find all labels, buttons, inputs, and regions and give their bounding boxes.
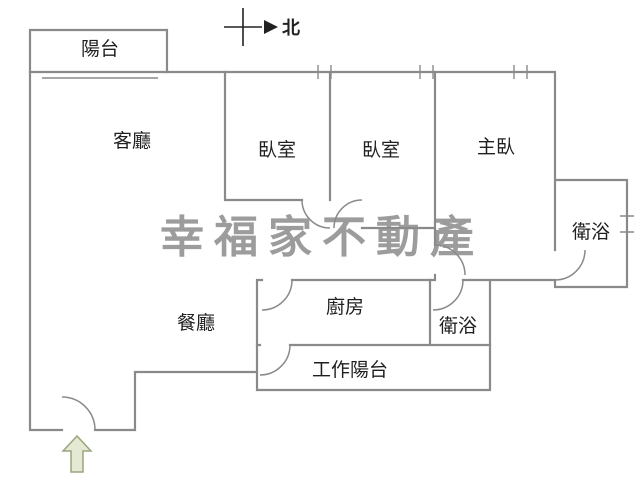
door-arc-master-bedroom bbox=[434, 244, 466, 276]
room-label-dining-room: 餐廳 bbox=[177, 312, 215, 334]
entrance-arrow-icon bbox=[61, 434, 93, 473]
door-arc-bedroom-1 bbox=[301, 199, 331, 229]
balcony-walls bbox=[28, 28, 169, 74]
room-label-living-room: 客廳 bbox=[113, 130, 151, 152]
door-arcs bbox=[61, 199, 586, 431]
room-label-bedroom-2: 臥室 bbox=[362, 139, 400, 161]
room-label-bedroom-1: 臥室 bbox=[258, 139, 296, 161]
room-labels: 陽台 客廳 臥室 臥室 主臥 衛浴 餐廳 廚房 衛浴 工作陽台 bbox=[81, 38, 610, 381]
room-label-bathroom-right: 衛浴 bbox=[572, 221, 610, 243]
watermark: 幸福家不動產 bbox=[160, 213, 484, 262]
north-indicator: 北 bbox=[224, 8, 300, 46]
door-arc-kitchen bbox=[261, 279, 293, 311]
interior-walls bbox=[223, 70, 492, 347]
window-tick-lines bbox=[42, 65, 634, 233]
room-label-utility-balcony: 工作陽台 bbox=[312, 359, 388, 381]
door-arc-bathroom-right bbox=[554, 249, 586, 281]
door-arc-utility-balcony bbox=[259, 344, 291, 376]
room-label-master-bedroom: 主臥 bbox=[477, 136, 515, 158]
north-label: 北 bbox=[282, 18, 300, 38]
walls bbox=[28, 28, 629, 432]
door-arc-bedroom-2 bbox=[333, 199, 363, 229]
window-marks bbox=[42, 65, 634, 233]
north-cross-lines bbox=[224, 8, 262, 46]
room-label-balcony: 陽台 bbox=[81, 38, 119, 60]
door-arc-bathroom-middle bbox=[432, 279, 464, 311]
room-label-kitchen: 廚房 bbox=[326, 295, 364, 318]
room-label-bathroom-middle: 衛浴 bbox=[439, 315, 477, 337]
outer-walls bbox=[28, 70, 629, 432]
north-arrow-icon bbox=[264, 20, 278, 34]
door-arc-entrance bbox=[61, 396, 96, 431]
